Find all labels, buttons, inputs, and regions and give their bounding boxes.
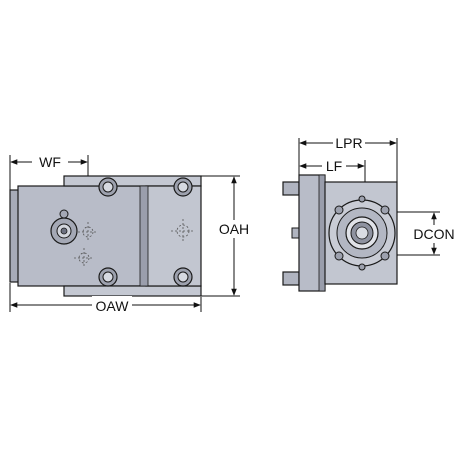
side-pin-top [282, 181, 300, 196]
front-main-plate [17, 185, 147, 287]
front-right-body [145, 185, 202, 287]
front-view [9, 175, 202, 297]
label-lpr: LPR [335, 135, 362, 151]
front-bottom-flange [63, 285, 202, 297]
side-pin-bottom [282, 271, 300, 286]
side-flange-bolts [334, 195, 390, 271]
front-coolant-boss [50, 209, 78, 245]
label-wf: WF [39, 154, 61, 170]
front-screw-top-right [173, 177, 193, 197]
label-dcon: DCON [413, 226, 454, 242]
side-view [282, 174, 398, 292]
side-back-plate-shade [318, 174, 326, 292]
front-screw-bottom-right [173, 267, 193, 287]
front-screw-top-left [98, 177, 118, 197]
front-top-flange [63, 175, 202, 187]
label-oaw: OAW [96, 298, 130, 314]
front-screw-bottom-left [98, 267, 118, 287]
label-oah: OAH [219, 221, 249, 237]
front-hidden-holes [74, 219, 195, 268]
dimension-labels: WF OAW OAH LPR LF DCON [32, 133, 458, 314]
side-bore-core [355, 226, 369, 240]
front-shade-strip [139, 185, 149, 287]
label-lf: LF [326, 158, 342, 174]
